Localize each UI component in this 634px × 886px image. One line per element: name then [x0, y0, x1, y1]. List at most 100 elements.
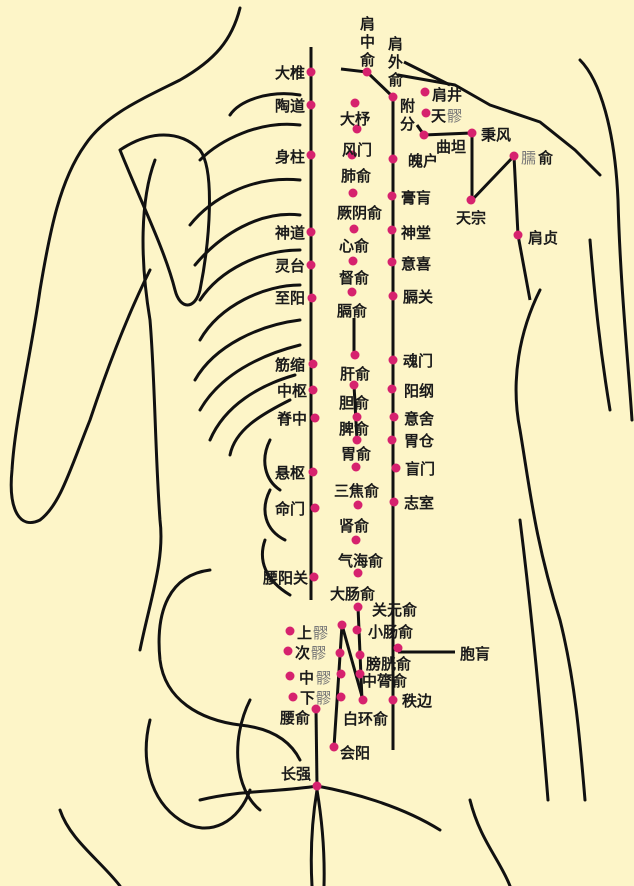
label-shenshu: 肾俞	[339, 517, 370, 535]
point-guanyuanshu[interactable]	[353, 602, 363, 612]
label-shangliao-b: 髎	[313, 624, 328, 642]
label-xialiao-a: 下	[300, 689, 315, 707]
point-sacral-inner-1[interactable]	[337, 620, 347, 630]
point-dushu[interactable]	[348, 256, 358, 266]
point-danshu[interactable]	[349, 380, 359, 390]
point-jinsuo[interactable]	[308, 359, 318, 369]
point-fufen[interactable]	[388, 92, 398, 102]
label-jianzhongshu-2: 中	[360, 33, 375, 51]
point-zhishi[interactable]	[389, 497, 399, 507]
point-lingtai[interactable]	[306, 260, 316, 270]
point-jianzhongshu[interactable]	[362, 67, 372, 77]
point-huangmen[interactable]	[391, 463, 401, 473]
label-zhonglvshu: 中膂俞	[362, 672, 408, 690]
rib-cage	[118, 92, 302, 597]
label-pangguangshu: 膀胱俞	[366, 655, 412, 673]
point-tianliao[interactable]	[421, 108, 431, 118]
label-yaoshu: 腰俞	[279, 709, 311, 727]
label-shangliao-a: 上	[297, 624, 312, 642]
point-sacral-inner-4[interactable]	[336, 692, 346, 702]
point-xiaochangshu[interactable]	[352, 625, 362, 635]
point-xialiao[interactable]	[288, 692, 298, 702]
point-fengmen[interactable]	[352, 124, 362, 134]
point-tianzong[interactable]	[466, 195, 476, 205]
point-yishe[interactable]	[389, 412, 399, 422]
point-jueyinshu[interactable]	[348, 188, 358, 198]
label-shenzhu: 身柱	[275, 148, 305, 166]
label-ciliao-b: 髎	[311, 644, 326, 662]
point-dachangshu[interactable]	[353, 568, 363, 578]
point-baohuang[interactable]	[393, 643, 403, 653]
point-yaoshu[interactable]	[311, 704, 321, 714]
point-zhonglvshu[interactable]	[355, 669, 365, 679]
point-yanggang[interactable]	[387, 384, 397, 394]
point-weishu[interactable]	[352, 435, 362, 445]
point-zhongshu[interactable]	[308, 385, 318, 395]
point-mingmen[interactable]	[310, 503, 320, 513]
point-xinshu[interactable]	[349, 224, 359, 234]
point-pohu[interactable]	[388, 154, 398, 164]
label-naoshu-b: 俞	[537, 149, 554, 167]
point-pangguangshu[interactable]	[355, 650, 365, 660]
point-xuanshu[interactable]	[308, 467, 318, 477]
point-yaoyangguan[interactable]	[309, 572, 319, 582]
label-shendao: 神道	[275, 224, 305, 242]
label-changqiang: 长强	[281, 765, 311, 783]
sacral-points	[283, 620, 347, 702]
label-xiaochangshu: 小肠俞	[368, 623, 414, 641]
point-dazhu[interactable]	[350, 98, 360, 108]
point-sanjiaoshu[interactable]	[351, 462, 361, 472]
point-shangliao[interactable]	[285, 626, 295, 636]
point-huiyang[interactable]	[329, 742, 339, 752]
point-ciliao[interactable]	[283, 646, 293, 656]
point-yixi[interactable]	[387, 257, 397, 267]
point-naoshu[interactable]	[509, 151, 519, 161]
point-jianjing[interactable]	[420, 87, 430, 97]
label-fufen-a: 附	[400, 97, 415, 115]
point-taodao[interactable]	[306, 100, 316, 110]
point-zhibian[interactable]	[388, 695, 398, 705]
point-bingfeng[interactable]	[467, 128, 477, 138]
shoulder-labels: 肩 中 俞 肩 外 俞 附 分 肩井 天 髎 曲坦 秉风 臑 俞 天宗 肩贞	[359, 15, 558, 247]
point-qihaishu[interactable]	[351, 535, 361, 545]
label-lingtai: 灵台	[275, 257, 305, 275]
body-outline	[9, 6, 634, 886]
label-jinsuo: 筋缩	[274, 356, 305, 374]
sacral-labels: 上 髎 次 髎 中 髎 下 髎	[295, 624, 331, 707]
point-changqiang[interactable]	[312, 781, 322, 791]
point-hunmen[interactable]	[388, 355, 398, 365]
bladder-inner-points	[329, 98, 368, 752]
label-jizhong: 脊中	[276, 410, 307, 428]
point-baihuanshu[interactable]	[358, 695, 368, 705]
point-jianzhen[interactable]	[513, 230, 523, 240]
point-shenzhu[interactable]	[306, 150, 316, 160]
point-sacral-inner-2[interactable]	[335, 648, 345, 658]
point-zhiyang[interactable]	[307, 293, 317, 303]
label-weicang: 胃仓	[404, 432, 435, 450]
label-weishu: 胃俞	[341, 445, 372, 463]
point-feishu[interactable]	[347, 150, 357, 160]
bladder-inner-labels: 大杼 风门 肺俞 厥阴俞 心俞 督俞 膈俞 肝俞 胆俞 脾俞 胃俞 三焦俞 肾俞…	[330, 110, 418, 762]
label-xialiao-b: 髎	[316, 689, 331, 707]
label-zhibian: 秩边	[402, 692, 433, 710]
point-geshu[interactable]	[347, 287, 357, 297]
point-sacral-inner-3[interactable]	[336, 669, 346, 679]
point-shendao[interactable]	[306, 227, 316, 237]
point-zhongliao[interactable]	[285, 671, 295, 681]
label-yishe: 意舍	[404, 410, 435, 428]
label-yaoyangguan: 腰阳关	[262, 569, 308, 587]
point-shentang[interactable]	[387, 225, 397, 235]
point-geguan[interactable]	[388, 291, 398, 301]
point-quyuan[interactable]	[419, 130, 429, 140]
point-pishu[interactable]	[352, 412, 362, 422]
point-gaohuang[interactable]	[387, 191, 397, 201]
point-dazhui[interactable]	[306, 67, 316, 77]
point-shenshu[interactable]	[353, 500, 363, 510]
point-weicang[interactable]	[387, 435, 397, 445]
bladder-outer-labels: 附分 魄户 膏肓 神堂 意喜 膈关 魂门 阳纲 意舍 胃仓 盲门 志室 胞肓 秩…	[401, 152, 490, 710]
label-ganshu: 肝俞	[340, 365, 371, 383]
label-qihaishu: 气海俞	[337, 552, 384, 570]
label-jueyinshu: 厥阴俞	[337, 204, 383, 222]
point-jizhong[interactable]	[310, 413, 320, 423]
point-ganshu[interactable]	[350, 350, 360, 360]
